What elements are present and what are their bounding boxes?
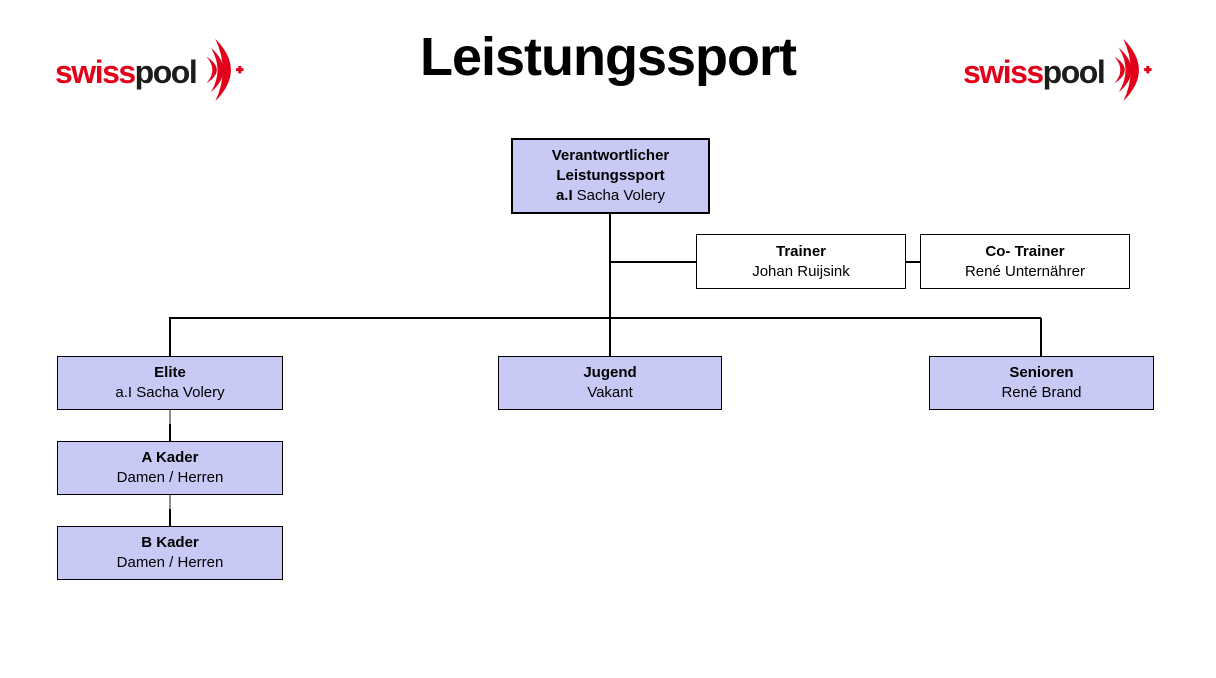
org-box-title: Elite: [154, 364, 186, 381]
connector-drop-elite: [169, 318, 171, 356]
person-name: René Unternährer: [964, 262, 1086, 280]
org-box-elite: Elite a.I Sacha Volery: [57, 356, 283, 410]
page-title: Leistungssport: [419, 27, 797, 87]
org-box-b-kader: B Kader Damen / Herren: [57, 526, 283, 580]
person-name: Sacha Volery: [576, 187, 666, 204]
org-box-title: A Kader: [141, 449, 199, 466]
logo-text-swiss: swiss: [55, 54, 136, 90]
logo-text-pool: pool: [1042, 54, 1106, 90]
org-box-trainer: Trainer Johan Ruijsink: [696, 234, 906, 289]
connector-root-trunk: [609, 214, 611, 318]
org-box-title: Senioren: [1009, 364, 1074, 381]
swoosh-arrow-icon: [1114, 38, 1152, 102]
person-name: a.I Sacha Volery: [115, 384, 225, 401]
swiss-cross-icon: [1144, 65, 1152, 74]
org-box-title: Co- Trainer: [985, 242, 1065, 260]
org-box-title: B Kader: [141, 534, 199, 551]
connector-trainer-to-cotrainer: [905, 261, 921, 263]
swoosh-arrow-icon: [206, 38, 244, 102]
org-box-co-trainer: Co- Trainer René Unternährer: [920, 234, 1130, 289]
swisspool-logo-text: swisspool: [963, 54, 1106, 90]
org-box-subtitle: Damen / Herren: [116, 554, 224, 571]
connector-root-to-trainer: [609, 261, 697, 263]
org-box-a-kader: A Kader Damen / Herren: [57, 441, 283, 495]
connector-elite-to-akader: [169, 410, 171, 441]
logo-text-swiss: swiss: [963, 54, 1044, 90]
org-box-title-line: Leistungssport: [556, 167, 665, 184]
person-name: Johan Ruijsink: [752, 262, 850, 280]
person-name: René Brand: [1001, 384, 1082, 401]
role-abbrev: a.I: [555, 187, 573, 204]
org-box-title-line: Verantwortlicher: [551, 147, 670, 164]
org-box-title: Jugend: [583, 364, 637, 381]
org-box-title: Trainer: [775, 242, 827, 260]
connector-akader-to-bkader: [169, 495, 171, 526]
person-name: Vakant: [587, 384, 633, 401]
org-box-jugend: Jugend Vakant: [498, 356, 722, 410]
swisspool-logo-text: swisspool: [55, 54, 198, 90]
connector-drop-jugend: [609, 318, 611, 356]
swisspool-logo-right: swisspool: [963, 30, 1153, 110]
connector-drop-senioren: [1040, 318, 1042, 356]
logo-text-pool: pool: [134, 54, 198, 90]
org-box-senioren: Senioren René Brand: [929, 356, 1154, 410]
swisspool-logo-left: swisspool: [55, 30, 245, 110]
swiss-cross-icon: [236, 65, 244, 74]
org-box-subtitle: Damen / Herren: [116, 469, 224, 486]
connector-horizontal-span: [169, 317, 1041, 319]
